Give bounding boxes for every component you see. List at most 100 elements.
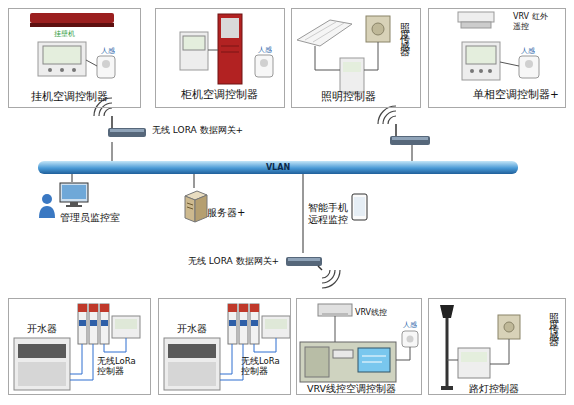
wireless-signal	[388, 116, 396, 124]
vrv-wired-illustration	[335, 316, 336, 342]
server-icon	[187, 207, 193, 209]
vrv-wired-illustration	[407, 336, 414, 343]
node-text: 人感	[403, 321, 417, 329]
phone-icon	[352, 194, 367, 220]
device-panel: 开水器无线LoRa 控制器	[158, 298, 291, 395]
water-heater-set	[90, 320, 97, 326]
lighting-illustration	[297, 20, 352, 46]
vrv-wired-illustration	[318, 304, 352, 316]
server-icon	[195, 195, 207, 222]
cabinet-ac-illustration	[180, 14, 273, 84]
street-lamp-illustration	[504, 322, 514, 332]
vrv-wired-illustration	[396, 347, 410, 360]
water-heater-set	[14, 304, 140, 390]
gateway-device	[392, 137, 428, 140]
node-text: 无线 LORA 数据网关+	[188, 256, 279, 267]
water-heater-set	[79, 320, 86, 326]
device-panel: VRV线控人感VRV线控空调控制器	[296, 298, 422, 395]
wall-ac-illustration	[30, 13, 115, 78]
network-line	[303, 174, 304, 253]
street-lamp-illustration	[498, 315, 520, 339]
wireless-signal	[322, 270, 330, 278]
vrv-wired-illustration	[358, 348, 390, 372]
water-heater-set	[100, 304, 109, 344]
vrv-wired-illustration	[300, 304, 418, 382]
water-heater-set	[78, 304, 87, 312]
gateway-device	[395, 124, 397, 136]
gateway-device	[288, 258, 320, 261]
device-panel: 开水器无线LoRa 控制器	[8, 298, 151, 395]
lighting-illustration	[366, 16, 390, 42]
wireless-signal	[99, 103, 112, 116]
network-bus: VLAN	[38, 161, 518, 174]
vrv-wired-illustration	[333, 350, 353, 358]
gateway-device	[111, 116, 113, 128]
vrv-ac-illustration	[519, 56, 539, 78]
gateway-device	[286, 257, 322, 270]
wall-ac-illustration	[60, 68, 64, 72]
admin-icon	[60, 183, 88, 202]
server-box: 服务器+	[180, 188, 252, 224]
vrv-ac-illustration	[466, 46, 496, 64]
device-panel: 照度传感器照明控制器	[291, 8, 421, 108]
admin-icon	[66, 205, 82, 207]
vrv-ac-illustration	[461, 22, 491, 28]
water-heater-set	[70, 344, 93, 380]
cabinet-ac-illustration	[221, 46, 239, 47]
admin-icon	[70, 202, 78, 205]
node-text: VRV 红外遥控	[513, 12, 549, 31]
wireless-signal	[383, 111, 396, 124]
water-heater-set	[70, 344, 82, 374]
lighting-illustration	[315, 46, 340, 70]
wall-ac-illustration	[48, 68, 52, 72]
wireless-signal	[104, 108, 112, 116]
node-text: 管理员监控室	[60, 212, 120, 224]
gateway-device	[108, 116, 146, 137]
node-text: 人感	[258, 46, 272, 54]
water-heater-set	[18, 344, 66, 358]
street-lamp-illustration	[490, 339, 509, 364]
gateway-device	[390, 124, 430, 161]
device-panel: 照度传感器路灯控制器	[428, 298, 566, 395]
admin-icon	[42, 194, 52, 204]
device-panel: 人感柜机空调控制器	[155, 8, 285, 108]
wireless-signal	[322, 270, 340, 288]
cabinet-ac-illustration	[218, 14, 242, 84]
street-lamp-illustration	[440, 305, 454, 318]
node-text: 开水器	[177, 323, 207, 335]
water-heater-set	[18, 362, 66, 386]
water-heater-set	[89, 304, 98, 312]
wireless-signal	[378, 106, 396, 124]
node-text: 柜机空调控制器	[181, 88, 258, 101]
node-text: 开水器	[27, 323, 57, 335]
device-panel: 挂壁机人感挂机空调控制器	[8, 8, 141, 108]
cabinet-ac-illustration	[255, 55, 273, 77]
lighting-illustration	[313, 23, 344, 42]
gateway-box: 无线 LORA 数据网关+	[104, 122, 274, 142]
wireless-signal	[378, 106, 396, 124]
street-lamp-illustration	[458, 348, 490, 378]
street-lamp-illustration	[440, 305, 520, 390]
admin-station: 管理员监控室	[38, 182, 133, 226]
water-heater-set	[101, 320, 108, 326]
vrv-ac-illustration	[458, 12, 494, 22]
node-text: 照度传感器	[400, 15, 411, 45]
water-heater-set	[89, 304, 98, 344]
water-heater-set	[14, 338, 70, 390]
vrv-ac-illustration	[470, 69, 474, 73]
lighting-illustration	[343, 62, 361, 72]
node-text: 照度传感器	[549, 305, 560, 335]
lighting-illustration	[364, 42, 378, 70]
node-text: 照明控制器	[321, 90, 376, 103]
lighting-illustration	[340, 58, 364, 92]
gateway-device	[110, 129, 144, 132]
lighting-illustration	[372, 23, 384, 35]
node-text: 单相空调控制器+	[473, 88, 559, 101]
wall-ac-illustration	[97, 56, 115, 78]
cabinet-ac-illustration	[260, 59, 268, 67]
node-text: 智能手机 远程监控	[308, 202, 352, 226]
